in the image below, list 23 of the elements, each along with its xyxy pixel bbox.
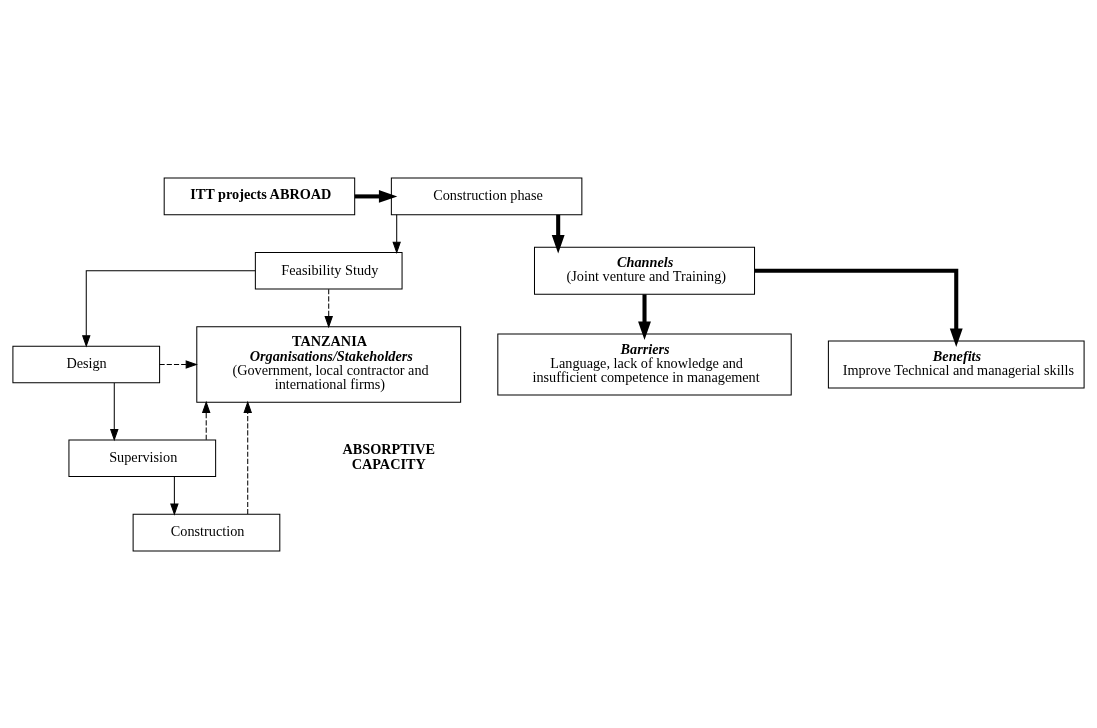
arrow [170,475,179,516]
arrow [81,269,256,348]
arrow [392,213,401,254]
arrow [243,400,252,514]
node-box: Benefits Improve Technical and managerial skills [827,340,1085,388]
node-box: Construction phase [390,177,583,215]
arrow [638,293,651,340]
node-box: Design [12,345,161,383]
label: ABSORPTIVE CAPACITY [342,440,436,472]
arrow [324,288,333,328]
arrow [201,400,211,440]
node-box: Feasibility Study [254,251,403,290]
node-box: TANZANIA Organisations/Stakeholders (Government, local contractor and international firms) [196,325,462,403]
node-box: Construction [132,513,281,551]
node-box: ITT projects ABROAD [163,177,356,215]
node-box: Supervision [68,438,217,477]
arrow [551,214,565,253]
arrow [354,189,398,203]
arrow [754,268,963,347]
node-box: Barriers Language, lack of knowledge and insufficient competence in management [497,332,792,396]
arrow [110,382,119,441]
arrow [159,359,198,369]
node-box: Channels (Joint venture and Training) [534,246,756,295]
